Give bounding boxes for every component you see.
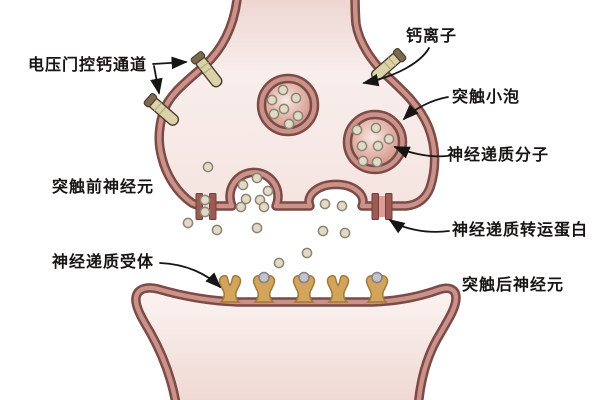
neurotransmitter-receptor bbox=[218, 275, 242, 303]
neurotransmitter-molecule bbox=[199, 206, 211, 218]
arrow-neurotransmitter-molecule bbox=[393, 146, 448, 159]
neurotransmitter-molecule bbox=[251, 222, 263, 234]
neurotransmitter-molecule bbox=[370, 122, 382, 134]
neurotransmitter-molecule bbox=[262, 185, 274, 197]
neurotransmitter-molecule bbox=[356, 140, 368, 152]
neurotransmitter-molecule bbox=[283, 118, 295, 130]
label-calcium-ion: 钙离子 bbox=[406, 26, 458, 45]
docked-neurotransmitter-molecule bbox=[258, 271, 270, 284]
neurotransmitter-molecule bbox=[339, 227, 351, 239]
postsynaptic-membrane bbox=[131, 283, 461, 400]
docked-neurotransmitter-molecule bbox=[298, 271, 310, 284]
neurotransmitter-molecule bbox=[240, 193, 252, 205]
neurotransmitter-molecule bbox=[278, 103, 290, 115]
neurotransmitter-molecule bbox=[199, 194, 211, 206]
neurotransmitter-molecule bbox=[273, 257, 285, 269]
neurotransmitter-molecule bbox=[336, 200, 348, 212]
label-postsynaptic-neuron: 突触后神经元 bbox=[462, 275, 565, 294]
label-synaptic-vesicle: 突触小泡 bbox=[452, 87, 521, 106]
neurotransmitter-molecule bbox=[319, 198, 331, 210]
neurotransmitter-molecule bbox=[258, 201, 270, 213]
neurotransmitter-molecule bbox=[237, 179, 249, 191]
presynaptic-membrane-core bbox=[157, 0, 437, 209]
annotation-arrows bbox=[150, 47, 450, 289]
neurotransmitter-receptors bbox=[218, 271, 389, 303]
arrow-calcium-ion bbox=[362, 47, 430, 87]
label-presynaptic-neuron: 突触前神经元 bbox=[52, 177, 155, 196]
neurotransmitter-molecule bbox=[202, 161, 214, 173]
neurotransmitter-molecule bbox=[351, 124, 363, 136]
neurotransmitter-transporters bbox=[195, 193, 393, 220]
neurotransmitter-transporter bbox=[371, 193, 393, 220]
neurotransmitter-molecule bbox=[211, 224, 223, 236]
neurotransmitter-molecule bbox=[290, 92, 302, 104]
label-neurotransmitter-receptor: 神经递质受体 bbox=[52, 252, 155, 271]
neurotransmitter-molecule bbox=[277, 84, 289, 96]
neurotransmitter-molecule bbox=[357, 155, 369, 167]
neurotransmitter-molecule bbox=[301, 247, 313, 259]
neurotransmitter-molecule bbox=[292, 110, 304, 122]
neurotransmitter-molecule bbox=[251, 172, 263, 184]
arrow-neurotransmitter-transporter bbox=[388, 218, 450, 234]
arrow-neurotransmitter-receptor bbox=[159, 262, 222, 289]
neurotransmitter-molecule bbox=[383, 133, 395, 145]
arrow-synaptic-vesicle bbox=[402, 96, 449, 121]
neurotransmitter-molecule bbox=[317, 225, 329, 237]
arrow-voltage-gated-calcium-channel bbox=[150, 65, 163, 95]
neurotransmitter-molecule bbox=[182, 217, 194, 229]
arrow-voltage-gated-calcium-channel bbox=[152, 56, 188, 70]
neurotransmitter-molecule bbox=[235, 201, 247, 213]
neurotransmitter-receptor bbox=[326, 275, 350, 303]
postsynaptic-neuron bbox=[131, 283, 461, 400]
neurotransmitter-molecule bbox=[372, 140, 384, 152]
neurotransmitter-molecule bbox=[268, 108, 280, 120]
docked-neurotransmitter-molecule bbox=[371, 271, 383, 284]
neurotransmitter-molecule bbox=[266, 94, 278, 106]
label-neurotransmitter-molecule: 神经递质分子 bbox=[447, 145, 550, 164]
neurotransmitter-molecule bbox=[371, 156, 383, 168]
label-neurotransmitter-transporter: 神经递质转运蛋白 bbox=[452, 220, 589, 239]
neurotransmitter-molecules bbox=[182, 84, 395, 269]
label-voltage-gated-calcium-channel: 电压门控钙通道 bbox=[28, 55, 148, 74]
